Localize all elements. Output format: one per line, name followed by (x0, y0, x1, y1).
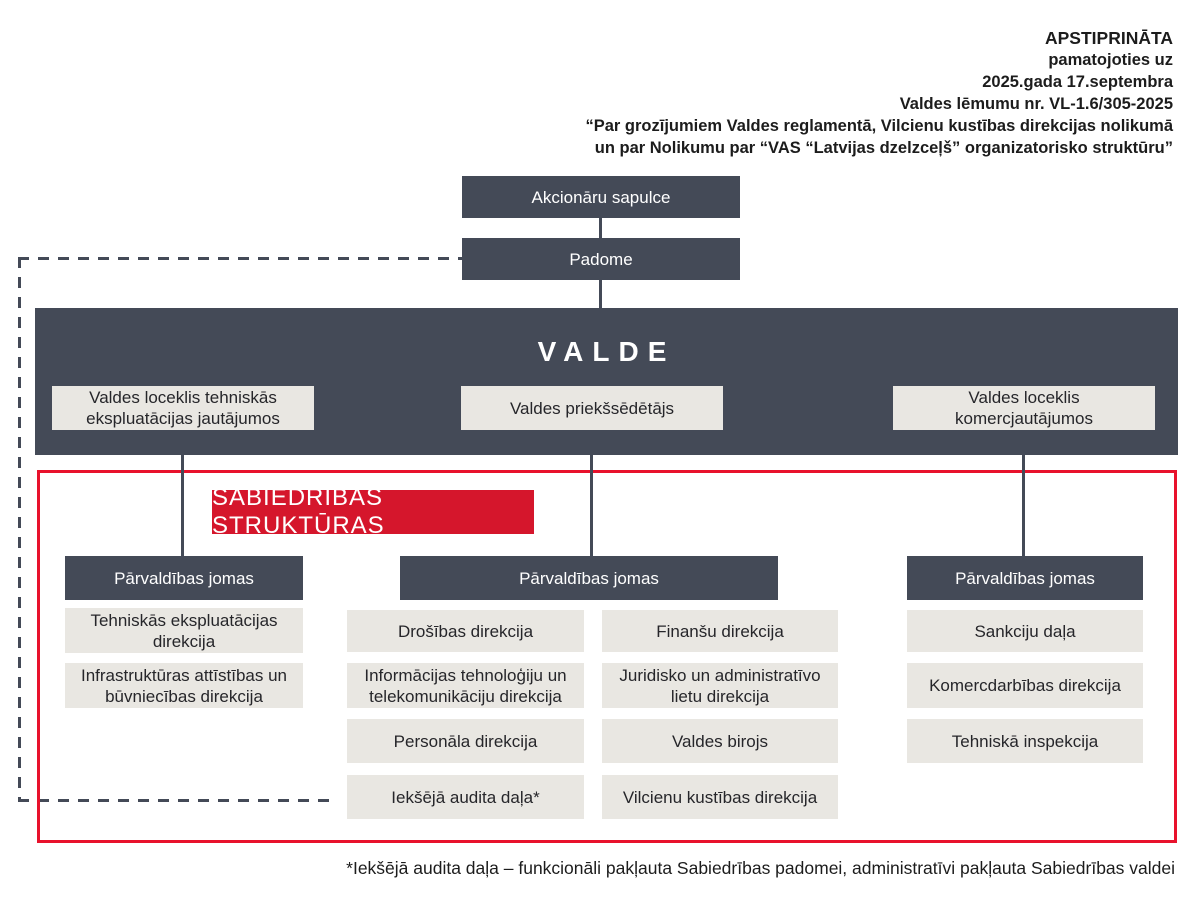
connector-line (599, 280, 602, 308)
org-item: Drošības direkcija (347, 610, 584, 652)
dashed-connector-bottom (18, 799, 332, 802)
org-item: Finanšu direkcija (602, 610, 838, 652)
approval-note: APSTIPRINĀTA pamatojoties uz 2025.gada 1… (585, 27, 1173, 159)
board-member-commercial: Valdes loceklis komercjautājumos (893, 386, 1155, 430)
org-item: Tehniskās ekspluatācijas direkcija (65, 608, 303, 653)
org-item: Valdes birojs (602, 719, 838, 763)
org-item: Personāla direkcija (347, 719, 584, 763)
approval-line: Valdes lēmumu nr. VL-1.6/305-2025 (899, 95, 1173, 113)
column-header-right: Pārvaldības jomas (907, 556, 1143, 600)
org-item: Sankciju daļa (907, 610, 1143, 652)
valde-title: VALDE (537, 336, 676, 367)
connector-line (181, 430, 184, 556)
structures-outline (37, 470, 1177, 843)
column-header-middle: Pārvaldības jomas (400, 556, 778, 600)
org-item: Komercdarbības direkcija (907, 663, 1143, 708)
approval-line: un par Nolikumu par “VAS “Latvijas dzelz… (594, 139, 1173, 157)
connector-line (599, 218, 602, 238)
section-label: SABIEDRĪBAS STRUKTŪRAS (212, 484, 534, 539)
org-item: Infrastruktūras attīstības un būvniecība… (65, 663, 303, 708)
connector-line (1022, 430, 1025, 556)
footnote: *Iekšējā audita daļa – funkcionāli pakļa… (346, 858, 1175, 878)
dashed-connector-top (18, 257, 462, 260)
node-padome: Padome (462, 238, 740, 280)
approval-line: pamatojoties uz (1048, 51, 1173, 69)
board-member-technical: Valdes loceklis tehniskās ekspluatācijas… (52, 386, 314, 430)
org-item: Juridisko un administratīvo lietu direkc… (602, 663, 838, 708)
node-akcionaru-sapulce: Akcionāru sapulce (462, 176, 740, 218)
column-header-left: Pārvaldības jomas (65, 556, 303, 600)
org-item: Tehniskā inspekcija (907, 719, 1143, 763)
valde-bar: VALDE (35, 308, 1178, 455)
org-item: Iekšējā audita daļa* (347, 775, 584, 819)
approval-line: 2025.gada 17.septembra (982, 73, 1173, 91)
org-item: Informācijas tehnoloģiju un telekomunikā… (347, 663, 584, 708)
board-member-chairman: Valdes priekšsēdētājs (461, 386, 723, 430)
org-item: Vilcienu kustības direkcija (602, 775, 838, 819)
dashed-connector-vertical (18, 257, 21, 802)
approval-line: “Par grozījumiem Valdes reglamentā, Vilc… (585, 117, 1173, 135)
approval-title: APSTIPRINĀTA (1044, 28, 1173, 48)
connector-line (590, 455, 593, 556)
